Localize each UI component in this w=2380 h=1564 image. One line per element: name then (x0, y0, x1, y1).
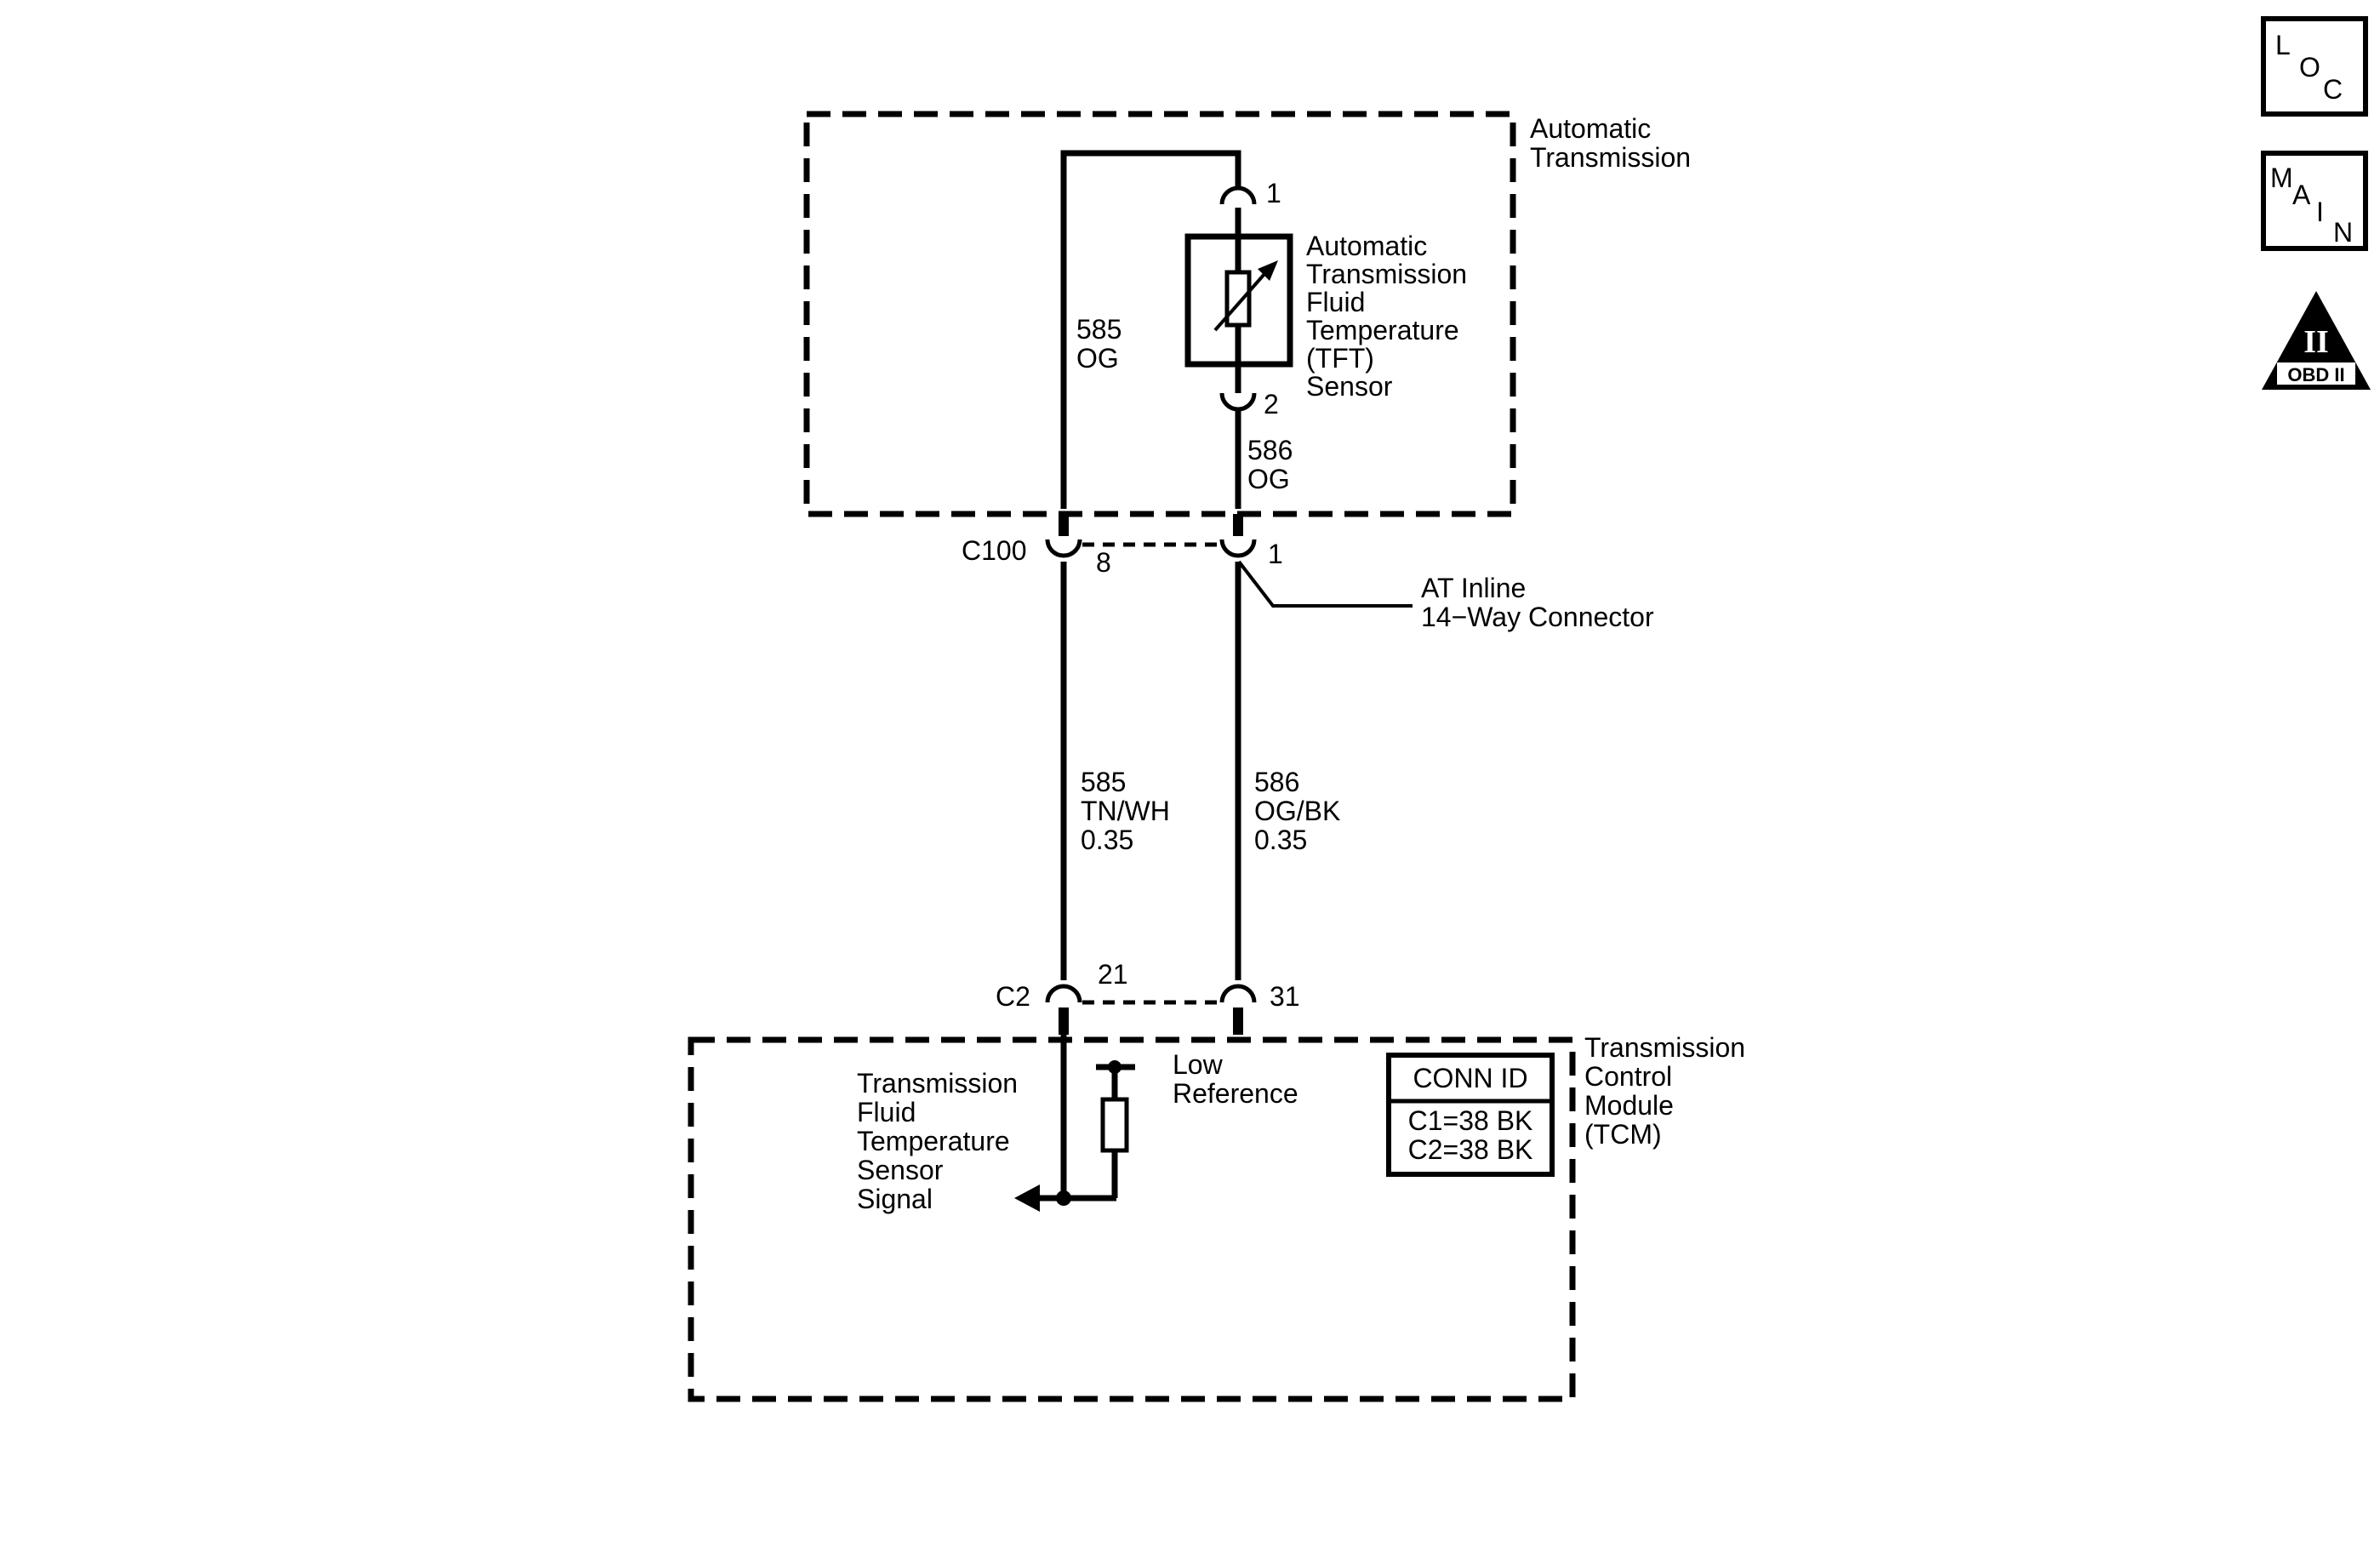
loc-icon[interactable]: L O C (2261, 16, 2368, 117)
obd-ii-symbol: II (2303, 324, 2329, 360)
c100-pin8-terminal (1059, 514, 1069, 536)
c2-pin21-cup (1045, 984, 1082, 1003)
wire-585-inner-circuit: 585 (1076, 314, 1122, 345)
wire-586-inner-circuit: 586 (1247, 435, 1293, 465)
obd-ii-label: OBD II (2287, 364, 2344, 385)
tft-sensor-label-6: Sensor (1306, 371, 1393, 402)
conn-id-c2: C2=38 BK (1408, 1134, 1533, 1165)
tft-sensor-label-5: (TFT) (1306, 343, 1374, 374)
wire-585-harness-color: TN/WH (1081, 796, 1170, 826)
variable-resistor-arrowhead (1258, 260, 1278, 281)
tcm-signal-arrowhead (1014, 1184, 1040, 1212)
c2-connector-id: C2 (996, 981, 1030, 1012)
transmission-box-title: Automatic (1530, 113, 1651, 144)
loc-icon-c: C (2323, 74, 2343, 105)
tcm-title-2: Control (1584, 1061, 1672, 1092)
tcm-title-4: (TCM) (1584, 1119, 1662, 1150)
tcm-signal-label-5: Signal (857, 1184, 933, 1214)
c2-pin21-terminal (1059, 1007, 1069, 1035)
wire-586-harness-circuit: 586 (1254, 767, 1299, 797)
transmission-box-title-2: Transmission (1530, 142, 1691, 173)
tft-sensor-label-2: Transmission (1306, 259, 1467, 289)
conn-id-table (1386, 1053, 1555, 1177)
main-icon-n: N (2333, 217, 2353, 248)
c100-pin8-cup (1045, 539, 1082, 558)
tcm-signal-label-2: Fluid (857, 1097, 916, 1127)
c100-connector-id: C100 (962, 535, 1027, 566)
tcm-pullup-resistor (1100, 1097, 1129, 1153)
sensor-pin2-connector (1219, 392, 1257, 412)
wire-585-harness-gauge: 0.35 (1081, 825, 1133, 855)
c100-pin1-cup (1219, 539, 1257, 558)
c100-pin8-number: 8 (1096, 547, 1111, 578)
inline-connector-label-2: 14−Way Connector (1421, 602, 1654, 632)
conn-id-header: CONN ID (1413, 1063, 1527, 1093)
inline-connector-leader (1237, 560, 1413, 608)
sensor-pin2-number: 2 (1264, 389, 1279, 420)
c2-pin31-cup (1219, 984, 1257, 1003)
tcm-signal-junction (1056, 1190, 1071, 1206)
main-icon[interactable]: M A I N (2261, 151, 2368, 251)
tcm-pullup-source-dot (1108, 1060, 1122, 1074)
transmission-box (803, 111, 1516, 517)
obd-ii-icon[interactable]: II OBD II (2262, 291, 2371, 390)
sensor-pin1-number: 1 (1266, 178, 1281, 208)
main-icon-m: M (2270, 163, 2293, 193)
conn-id-c1: C1=38 BK (1408, 1105, 1533, 1136)
tcm-signal-label-4: Sensor (857, 1155, 944, 1185)
wire-585-inner[interactable] (1060, 150, 1241, 509)
tcm-title-1: Transmission (1584, 1032, 1745, 1063)
tcm-signal-label-1: Transmission (857, 1068, 1018, 1099)
wire-586-harness-color: OG/BK (1254, 796, 1340, 826)
low-reference-label-2: Reference (1173, 1078, 1298, 1109)
inline-connector-label-1: AT Inline (1421, 573, 1526, 603)
tft-sensor-label-1: Automatic (1306, 231, 1427, 261)
tcm-title-3: Module (1584, 1090, 1674, 1121)
tft-sensor-label-4: Temperature (1306, 315, 1459, 345)
tcm-signal-label-3: Temperature (857, 1126, 1010, 1156)
c2-pin31-number: 31 (1270, 981, 1300, 1012)
sensor-pin1-connector (1219, 186, 1257, 205)
c2-pin21-number: 21 (1098, 959, 1128, 990)
c2-pin31-terminal (1233, 1007, 1243, 1035)
tcm-box (688, 1036, 1576, 1402)
c100-pin1-terminal (1233, 514, 1243, 536)
tft-sensor-label-3: Fluid (1306, 287, 1365, 317)
wire-585-inner-color: OG (1076, 343, 1119, 374)
variable-resistor-arrow (1213, 272, 1266, 332)
low-reference-label-1: Low (1173, 1049, 1224, 1080)
thermistor-icon (1224, 270, 1252, 328)
wire-586-inner-color: OG (1247, 464, 1290, 494)
main-icon-a: A (2292, 180, 2311, 210)
loc-icon-l: L (2275, 30, 2291, 60)
loc-icon-o: O (2299, 52, 2320, 83)
main-icon-i: I (2316, 197, 2324, 227)
wire-586-harness-gauge: 0.35 (1254, 825, 1307, 855)
wire-585-harness-circuit: 585 (1081, 767, 1126, 797)
c100-pin1-number: 1 (1268, 539, 1283, 569)
